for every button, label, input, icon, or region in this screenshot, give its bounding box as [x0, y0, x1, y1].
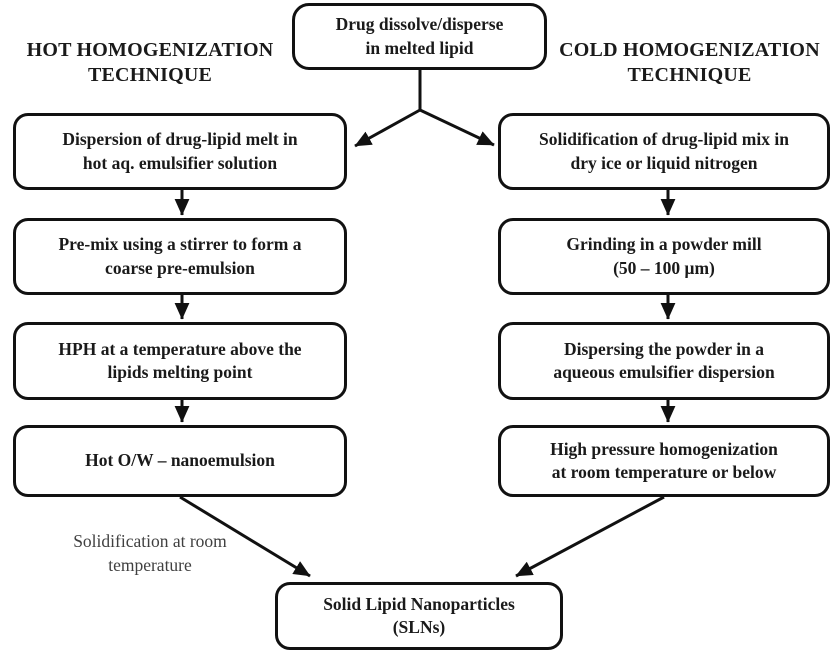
arrow-cold-to-final — [515, 495, 665, 578]
flow-box-hot-step-2: Pre-mix using a stirrer to form a coarse… — [13, 218, 347, 295]
flow-box-hot-step-4: Hot O/W – nanoemulsion — [13, 425, 347, 497]
flow-box-slns: Solid Lipid Nanoparticles (SLNs) — [275, 582, 563, 650]
flow-box-hot-step-3: HPH at a temperature above the lipids me… — [13, 322, 347, 400]
flow-box-drug-dissolve: Drug dissolve/disperse in melted lipid — [292, 3, 547, 70]
arrow-top-to-cold — [419, 108, 495, 147]
solidification-note: Solidification at room temperature — [73, 531, 227, 575]
flow-box-hot-step-1: Dispersion of drug-lipid melt in hot aq.… — [13, 113, 347, 190]
flow-box-cold-step-4: High pressure homogenization at room tem… — [498, 425, 830, 497]
hot-technique-header: HOT HOMOGENIZATION TECHNIQUE — [26, 39, 274, 86]
flow-box-cold-step-2: Grinding in a powder mill (50 – 100 μm) — [498, 218, 830, 295]
flow-box-cold-step-3: Dispersing the powder in a aqueous emuls… — [498, 322, 830, 400]
flow-box-cold-step-1: Solidification of drug-lipid mix in dry … — [498, 113, 830, 190]
cold-technique-header: COLD HOMOGENIZATION TECHNIQUE — [559, 39, 820, 86]
arrow-top-to-hot — [354, 108, 421, 148]
